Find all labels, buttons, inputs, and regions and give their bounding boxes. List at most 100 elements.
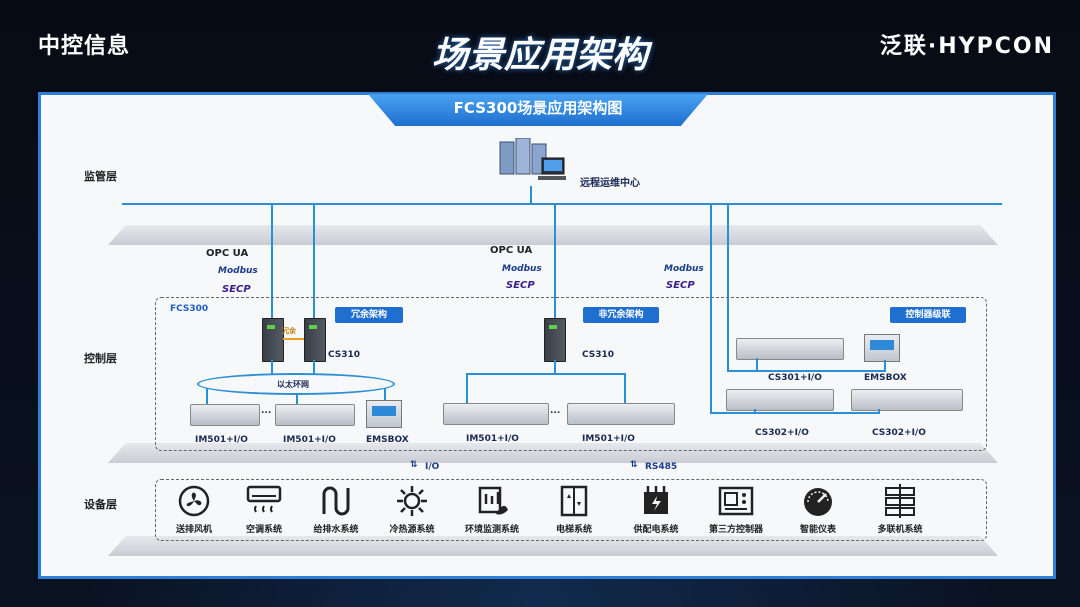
layer-band-top [108, 225, 998, 245]
link-cascade-a [710, 203, 712, 413]
link-redundant-b [313, 203, 315, 320]
brand-logo-right: 泛联·HYPCON [879, 34, 1054, 59]
emsbox-right-drop [884, 360, 886, 372]
cs310-label-single: CS310 [582, 350, 615, 360]
im501-rack-4 [567, 403, 675, 425]
im501-label-3: IM501+I/O [466, 434, 519, 444]
opc-ua-logo-left: OPC UA [206, 248, 249, 259]
layer-label-control: 控制层 [84, 352, 117, 365]
emsbox-label-right: EMSBOX [864, 373, 907, 383]
cs310-controller-b [304, 318, 326, 362]
server-link-line [530, 186, 532, 204]
bus-drop-2 [624, 373, 626, 403]
secp-logo-right: SECP [666, 280, 695, 291]
ellipsis-left: ... [261, 406, 272, 416]
cs302-drop-2 [878, 409, 880, 413]
im501-label-1: IM501+I/O [195, 435, 248, 445]
link-redundant-a [271, 203, 273, 320]
ring-link-im501-a [206, 388, 208, 404]
panel-title: FCS300场景应用架构图 [368, 94, 708, 126]
cs301-label: CS301+I/O [768, 373, 822, 383]
redundant-arch-tag: 冗余架构 [335, 307, 403, 323]
control-layer-box [155, 297, 987, 451]
non-redundant-arch-tag: 非冗余架构 [583, 307, 659, 323]
device-label-fan: 送排风机 [175, 525, 212, 535]
layer-label-device: 设备层 [84, 498, 117, 511]
im501-label-4: IM501+I/O [582, 434, 635, 444]
modbus-logo-left: Modbus [218, 266, 258, 276]
cs310-controller-single [544, 318, 566, 362]
environment-monitor-icon [478, 486, 508, 515]
air-conditioner-icon [246, 485, 282, 513]
cs302-bus [710, 412, 880, 414]
cs302-rack-1 [726, 389, 834, 411]
device-label-elevator: 电梯系统 [555, 525, 592, 535]
cs301-rack [736, 338, 844, 360]
emsbox-device-left [366, 400, 402, 428]
im501-rack-1 [190, 404, 260, 426]
cs302-drop-1 [754, 409, 756, 413]
im501-rack-2 [275, 404, 355, 426]
device-label-water: 给排水系统 [313, 525, 359, 535]
third-party-controller-icon [718, 486, 754, 516]
fcs300-label: FCS300 [170, 304, 209, 314]
layer-band-bottom [108, 536, 998, 556]
ellipsis-center: ... [550, 406, 561, 416]
page-title: 场景应用架构 [431, 35, 648, 76]
cs302-label-2: CS302+I/O [872, 428, 926, 438]
cs310-controller-a [262, 318, 284, 362]
device-label-multi-split: 多联机系统 [877, 525, 923, 535]
cs302-rack-2 [851, 389, 963, 411]
water-pipe-icon [322, 486, 350, 516]
device-label-ac: 空调系统 [245, 525, 282, 535]
link-non-redundant [554, 203, 556, 320]
im501-rack-3 [443, 403, 549, 425]
cs301-bus [727, 370, 885, 372]
device-label-heat-cold: 冷热源系统 [389, 525, 435, 535]
power-supply-icon [644, 486, 668, 514]
ethernet-ring-label: 以太环网 [277, 380, 309, 389]
modbus-logo-right: Modbus [664, 264, 704, 274]
link-cascade-b [727, 203, 729, 371]
device-label-meter: 智能仪表 [799, 525, 836, 535]
layer-label-supervision: 监管层 [84, 170, 117, 183]
ring-link-im501-b [296, 393, 298, 404]
cs310-label-redundant: CS310 [328, 350, 361, 360]
im501-label-2: IM501+I/O [283, 435, 336, 445]
supervision-network-line [122, 203, 1002, 205]
brand-logo-left: 中控信息 [38, 34, 131, 59]
smart-meter-icon [804, 488, 832, 516]
secp-logo-left: SECP [222, 284, 251, 295]
fan-icon [178, 485, 210, 517]
cs302-label-1: CS302+I/O [755, 428, 809, 438]
io-arrow-icon: ⇅ [410, 460, 418, 470]
bus-drop-1 [466, 373, 468, 403]
controller-cascade-tag: 控制器级联 [890, 307, 966, 323]
elevator-icon [560, 485, 588, 517]
redundant-label: 冗余 [282, 327, 296, 335]
ring-drop-a [271, 360, 273, 374]
opc-ua-logo-center: OPC UA [490, 245, 533, 256]
multi-split-icon [885, 484, 915, 518]
redundant-link-line [283, 338, 304, 340]
layer-band-middle [108, 443, 998, 463]
emsbox-label-left: EMSBOX [366, 435, 409, 445]
cs301-drop [756, 358, 758, 370]
non-redundant-bus [466, 373, 626, 375]
device-label-power: 供配电系统 [633, 525, 679, 535]
server-cluster-icon [499, 138, 566, 180]
device-layer-box [155, 479, 987, 541]
modbus-logo-center: Modbus [502, 264, 542, 274]
io-link-label: I/O [425, 462, 440, 472]
ring-link-emsbox [384, 388, 386, 404]
heat-cold-source-icon [397, 486, 427, 516]
ring-drop-b [313, 360, 315, 374]
single-drop-line [554, 360, 556, 374]
remote-center-label: 远程运维中心 [580, 178, 640, 189]
device-label-environment: 环境监测系统 [464, 525, 519, 535]
secp-logo-center: SECP [506, 280, 535, 291]
emsbox-device-right [864, 334, 900, 362]
rs485-arrow-icon: ⇅ [630, 460, 638, 470]
rs485-link-label: RS485 [645, 462, 678, 472]
device-label-third-party: 第三方控制器 [708, 525, 763, 535]
